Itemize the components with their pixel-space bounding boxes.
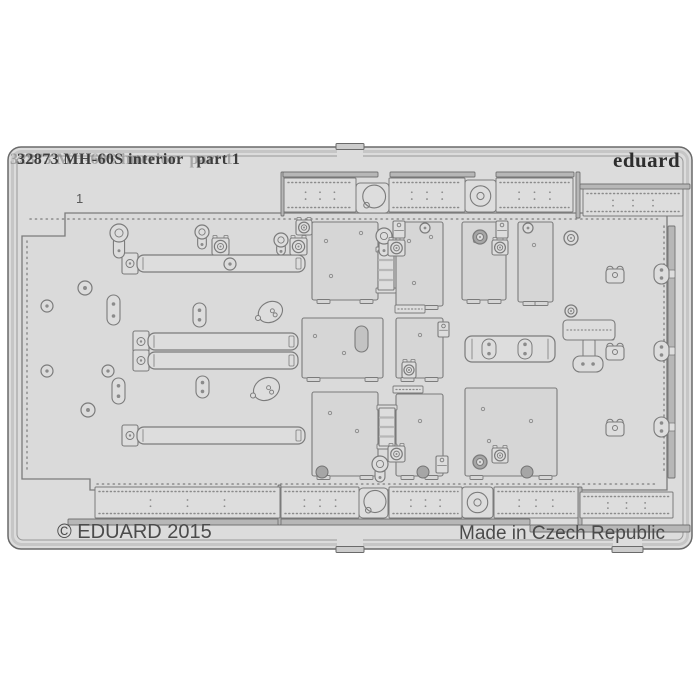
pe-frame-rail bbox=[495, 171, 575, 178]
pe-part-keyhole-bracket bbox=[273, 232, 289, 256]
pe-part-riveted-panel bbox=[388, 486, 463, 519]
pe-part-oval-two-hole bbox=[111, 377, 126, 405]
pe-part-ring-connector bbox=[461, 486, 494, 519]
pe-part-oval-slot bbox=[354, 325, 369, 353]
pe-part-square-ring-bracket bbox=[211, 235, 230, 256]
pe-part-square-ring-bracket bbox=[401, 359, 417, 379]
pe-part-square-ring-bracket bbox=[295, 217, 313, 236]
pe-part-riveted-bar bbox=[394, 304, 426, 314]
pe-frame-rail bbox=[389, 171, 476, 178]
pe-frame-rail bbox=[575, 171, 581, 219]
pe-part-wall-plate bbox=[311, 221, 379, 304]
pe-frame-rail bbox=[67, 518, 531, 526]
pe-part-tab-two-hole bbox=[653, 340, 676, 362]
pe-part-long-strip bbox=[132, 330, 299, 353]
pe-part-t-bracket bbox=[562, 319, 616, 373]
pe-part-double-dumbbell-plate bbox=[464, 335, 556, 363]
pe-part-square-ring-bracket bbox=[387, 443, 406, 463]
pe-part-ring bbox=[472, 454, 488, 470]
pe-part-ring bbox=[563, 230, 579, 246]
pe-part-eared-bracket bbox=[605, 265, 625, 284]
pe-part-washer bbox=[80, 402, 96, 418]
pe-part-washer bbox=[77, 280, 93, 296]
pe-part-riveted-panel bbox=[388, 177, 466, 213]
pe-part-hinge-bracket bbox=[392, 220, 406, 239]
pe-part-washer bbox=[40, 299, 54, 313]
sheet-title-etched: 32873 MH-60S interior part 1 bbox=[17, 151, 241, 168]
brand-logo-eduard: eduard bbox=[613, 148, 681, 172]
pe-part-circle-connector bbox=[355, 182, 390, 214]
pe-part-punched-hole bbox=[416, 465, 430, 479]
pe-part-circle-connector bbox=[358, 487, 389, 519]
pe-part-riveted-panel bbox=[495, 177, 574, 213]
pe-part-ring bbox=[564, 304, 578, 318]
pe-part-riveted-panel bbox=[493, 486, 579, 519]
pe-part-riveted-panel bbox=[582, 188, 684, 217]
pe-part-tab-two-hole bbox=[653, 263, 676, 285]
made-in-text: Made in Czech Republic bbox=[459, 523, 665, 544]
pe-part-keyhole-bracket bbox=[109, 223, 129, 259]
pe-part-oval-two-hole bbox=[195, 375, 210, 399]
fret-number: 1 bbox=[76, 191, 84, 206]
pe-part-punched-hole bbox=[315, 465, 329, 479]
pe-part-riveted-panel bbox=[280, 486, 360, 519]
pe-part-square-ring-bracket bbox=[289, 235, 308, 256]
pe-part-riveted-panel bbox=[283, 177, 357, 213]
pe-part-wall-plate bbox=[517, 221, 554, 306]
pe-part-riveted-panel bbox=[579, 491, 674, 519]
pe-part-teardrop-bracket bbox=[250, 376, 281, 402]
pe-part-ladder-strip bbox=[376, 404, 398, 450]
pe-part-riveted-bar bbox=[392, 385, 424, 394]
pe-part-square-ring-bracket bbox=[491, 445, 509, 464]
pe-part-square-ring-bracket bbox=[387, 237, 406, 257]
pe-part-hinge-bracket bbox=[435, 455, 449, 474]
pe-part-washer bbox=[419, 222, 431, 234]
pe-part-keyhole-bracket bbox=[375, 227, 393, 257]
pe-part-keyhole-bracket bbox=[194, 224, 210, 250]
pe-part-wall-plate bbox=[311, 391, 379, 480]
pe-part-long-strip bbox=[121, 424, 306, 447]
pe-part-washer bbox=[101, 364, 115, 378]
pe-part-washer bbox=[522, 222, 534, 234]
pe-part-ring-connector bbox=[464, 179, 497, 213]
copyright-text: © EDUARD 2015 bbox=[57, 521, 212, 543]
pe-part-wall-plate bbox=[395, 221, 444, 310]
pe-part-eared-bracket bbox=[605, 342, 625, 361]
pe-part-teardrop-bracket bbox=[255, 300, 284, 324]
pe-part-ring bbox=[472, 229, 488, 245]
pe-frame-rail bbox=[529, 524, 691, 533]
pe-part-long-strip bbox=[121, 252, 306, 275]
pe-part-long-strip bbox=[132, 349, 299, 372]
pe-part-oval-two-hole bbox=[192, 302, 207, 328]
pe-part-keyhole-bracket bbox=[371, 455, 389, 483]
pe-part-tab-two-hole bbox=[653, 416, 676, 438]
pe-frame-rail bbox=[579, 183, 691, 190]
pe-part-hinge-bracket bbox=[437, 321, 450, 338]
pe-part-punched-hole bbox=[520, 465, 534, 479]
pe-part-washer bbox=[40, 364, 54, 378]
pe-part-eared-bracket bbox=[605, 418, 625, 437]
pe-part-wall-plate bbox=[464, 387, 558, 480]
pe-part-hinge-bracket bbox=[495, 220, 509, 239]
pe-part-washer bbox=[223, 257, 237, 271]
pe-part-square-ring-bracket bbox=[491, 237, 509, 256]
pe-part-wall-plate bbox=[301, 317, 384, 382]
pe-part-riveted-panel bbox=[94, 486, 281, 519]
pe-frame-rail bbox=[282, 171, 379, 178]
pe-part-oval-two-hole bbox=[106, 294, 121, 326]
